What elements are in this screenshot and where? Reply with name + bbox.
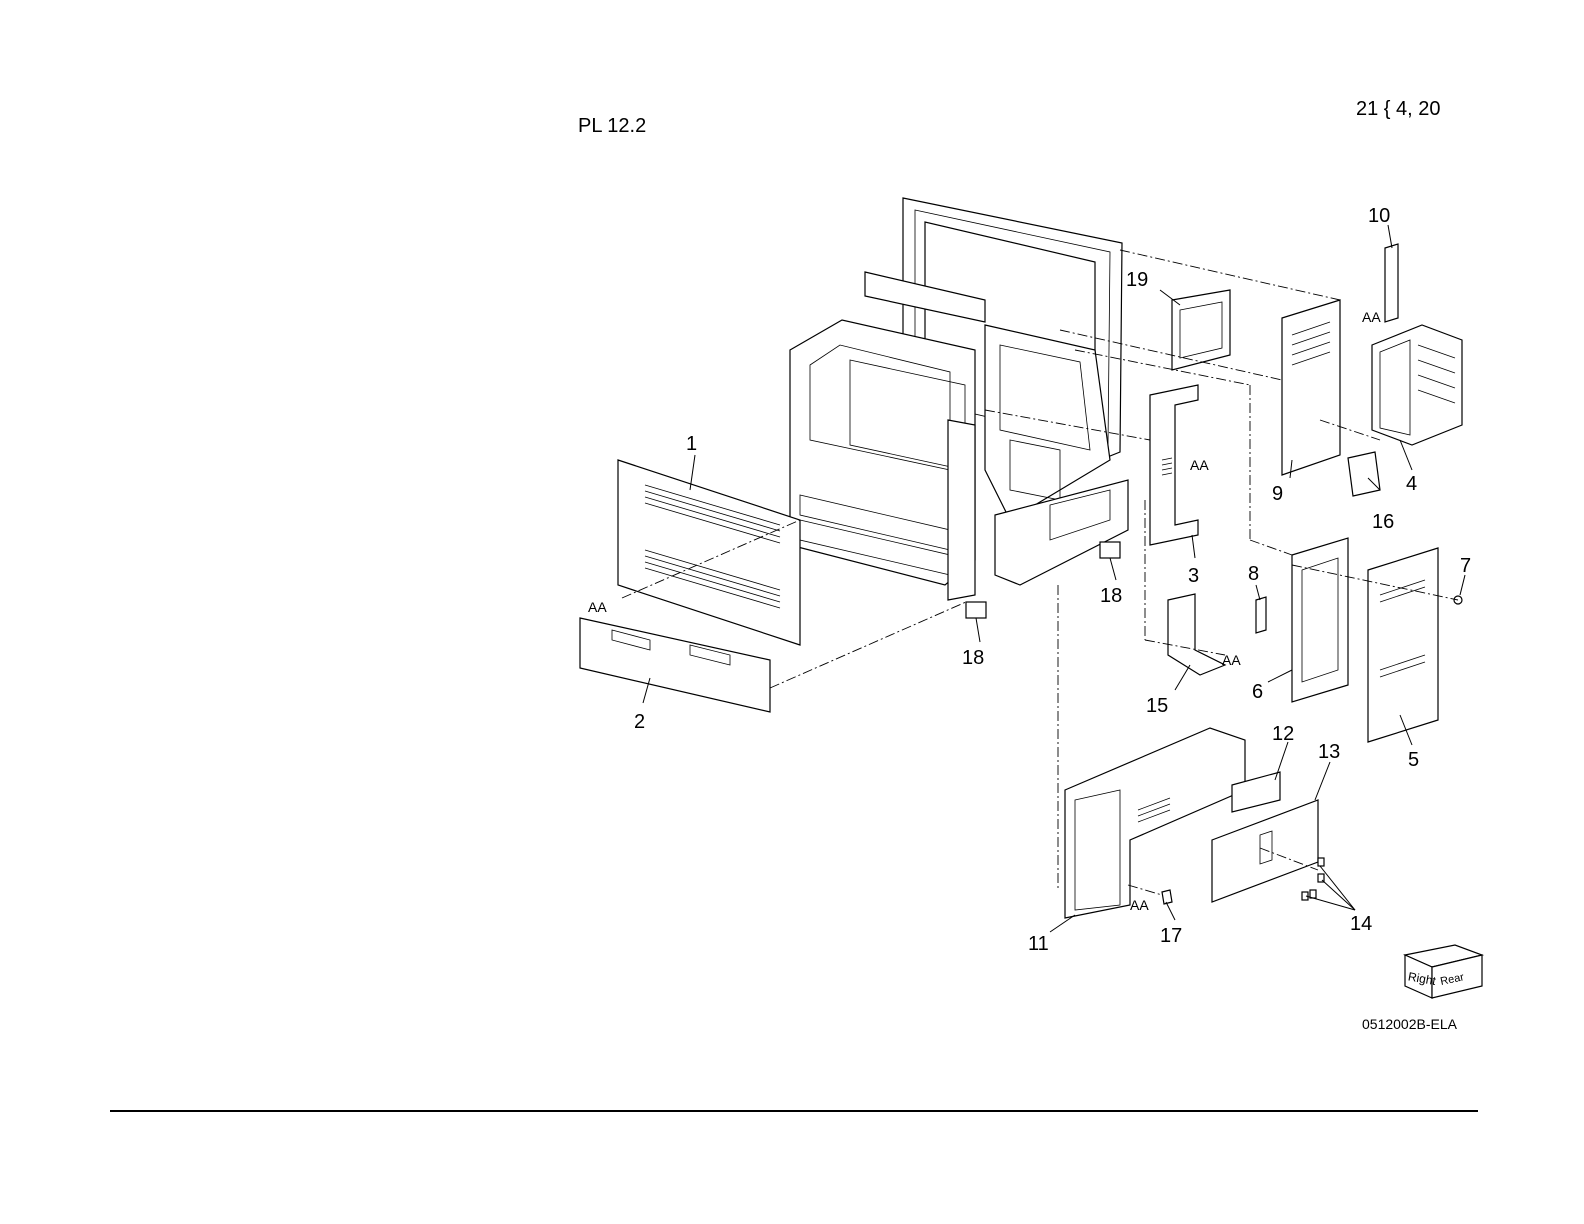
callout-2: 2 xyxy=(634,711,645,733)
callout-9: 9 xyxy=(1272,483,1283,505)
part-5-rear-cover xyxy=(1368,548,1438,742)
part-4-filter-box xyxy=(1372,325,1462,445)
callout-19: 19 xyxy=(1126,269,1148,291)
part-19-bracket xyxy=(1172,290,1230,370)
callout-7: 7 xyxy=(1460,555,1471,577)
aa-marker-duct: AA xyxy=(1190,457,1209,473)
part-8-bar xyxy=(1256,597,1266,633)
part-1-left-cover xyxy=(618,460,800,645)
figure-code: 0512002B-ELA xyxy=(1362,1016,1457,1032)
callout-18: 18 xyxy=(962,647,984,669)
aa-marker-left: AA xyxy=(588,599,607,615)
callout-17: 17 xyxy=(1160,925,1182,947)
aa-marker-front: AA xyxy=(1130,897,1149,913)
part-10-strip xyxy=(1385,244,1398,322)
callout-15: 15 xyxy=(1146,695,1168,717)
part-18-foot-right xyxy=(1100,542,1120,558)
part-2-lower-cover xyxy=(580,618,770,712)
orientation-cube: Right Rear xyxy=(1405,945,1482,998)
part-16-label xyxy=(1348,452,1380,496)
part-6-plate xyxy=(1292,538,1348,702)
part-9-rear-panel xyxy=(1282,300,1340,475)
callout-5: 5 xyxy=(1408,749,1419,771)
callout-8: 8 xyxy=(1248,563,1259,585)
callout-12: 12 xyxy=(1272,723,1294,745)
part-13-right-panel xyxy=(1212,800,1318,902)
callout-10: 10 xyxy=(1368,205,1390,227)
callout-11: 11 xyxy=(1028,933,1049,955)
aa-marker-rear: AA xyxy=(1362,309,1381,325)
callout-13: 13 xyxy=(1318,741,1340,763)
callout-3: 3 xyxy=(1188,565,1199,587)
callout-14: 14 xyxy=(1350,913,1372,935)
part-15-bracket xyxy=(1168,594,1225,675)
callout-18-right: 18 xyxy=(1100,585,1122,607)
part-17-clip xyxy=(1162,890,1172,904)
callout-1: 1 xyxy=(686,433,697,455)
footer-rule xyxy=(110,1110,1478,1112)
callout-16: 16 xyxy=(1372,511,1394,533)
main-frame xyxy=(790,198,1128,600)
aa-marker-bracket: AA xyxy=(1222,652,1241,668)
callout-6: 6 xyxy=(1252,681,1263,703)
part-18-foot xyxy=(966,602,986,618)
callout-4: 4 xyxy=(1406,473,1417,495)
